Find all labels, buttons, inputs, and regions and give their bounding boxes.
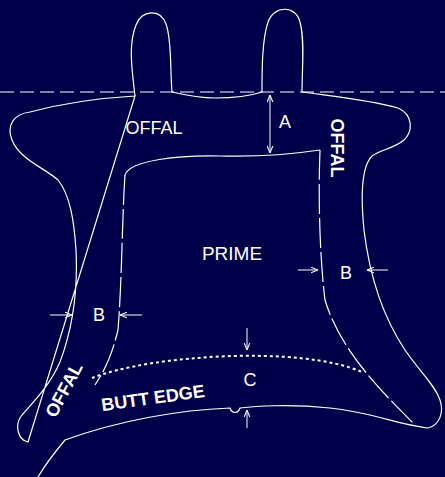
dimension-label: B [93, 306, 105, 324]
dimension-label: C [244, 371, 257, 389]
region-label: BUTT EDGE [100, 382, 206, 414]
butt-edge-line [92, 356, 362, 378]
hide-outline [10, 9, 441, 477]
right-boundary [319, 150, 415, 425]
dimension-a [270, 95, 271, 153]
region-label: OFFAL [328, 119, 346, 178]
reference-line [0, 92, 445, 93]
left-boundary [95, 175, 125, 385]
dimension-b [298, 270, 318, 271]
dimension-b [367, 270, 388, 271]
dimension-label: A [279, 113, 291, 131]
neck-boundary [125, 150, 320, 175]
region-label: OFFAL [125, 119, 182, 137]
dimension-b [120, 315, 142, 316]
dimension-c [247, 410, 248, 428]
dimension-c [247, 328, 248, 350]
region-label: OFFAL [42, 360, 86, 421]
region-label: PRIME [202, 244, 262, 263]
dimension-label: B [340, 264, 352, 282]
dimension-b [50, 315, 72, 316]
